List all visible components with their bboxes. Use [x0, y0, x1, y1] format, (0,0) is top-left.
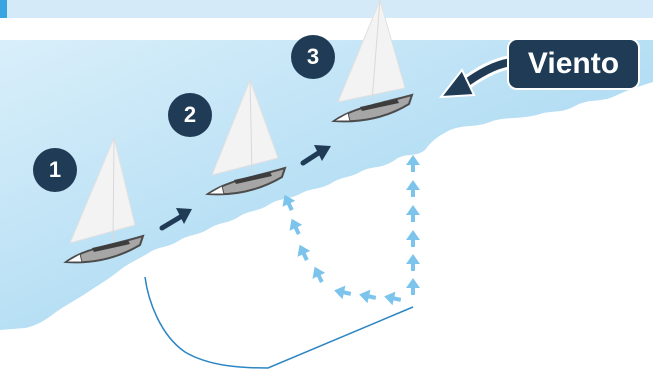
current-arrow-up-5	[406, 180, 420, 197]
wind-label: Viento	[509, 40, 638, 88]
wind-label-text: Viento	[528, 47, 619, 81]
step-marker-1: 1	[33, 148, 77, 192]
current-arrow-diag-3	[285, 216, 305, 237]
step-label-3: 3	[307, 44, 319, 70]
header-bar	[0, 0, 653, 18]
current-arrow-left-1	[383, 289, 403, 306]
header-accent	[0, 0, 7, 18]
path-bracket	[145, 277, 413, 368]
current-arrow-left-2	[358, 287, 378, 304]
current-arrow-up-3	[406, 230, 420, 247]
step-marker-3: 3	[291, 35, 335, 79]
step-label-1: 1	[49, 157, 61, 183]
current-arrow-left-3	[333, 283, 353, 300]
step-label-2: 2	[184, 102, 196, 128]
current-arrow-up-1	[406, 278, 420, 295]
current-arrow-up-4	[406, 205, 420, 222]
current-arrow-diag-2	[293, 242, 313, 263]
step-marker-2: 2	[168, 93, 212, 137]
current-arrow-up-2	[406, 254, 420, 271]
current-arrow-diag-1	[308, 264, 328, 285]
current-arrow-up-6	[406, 155, 420, 172]
